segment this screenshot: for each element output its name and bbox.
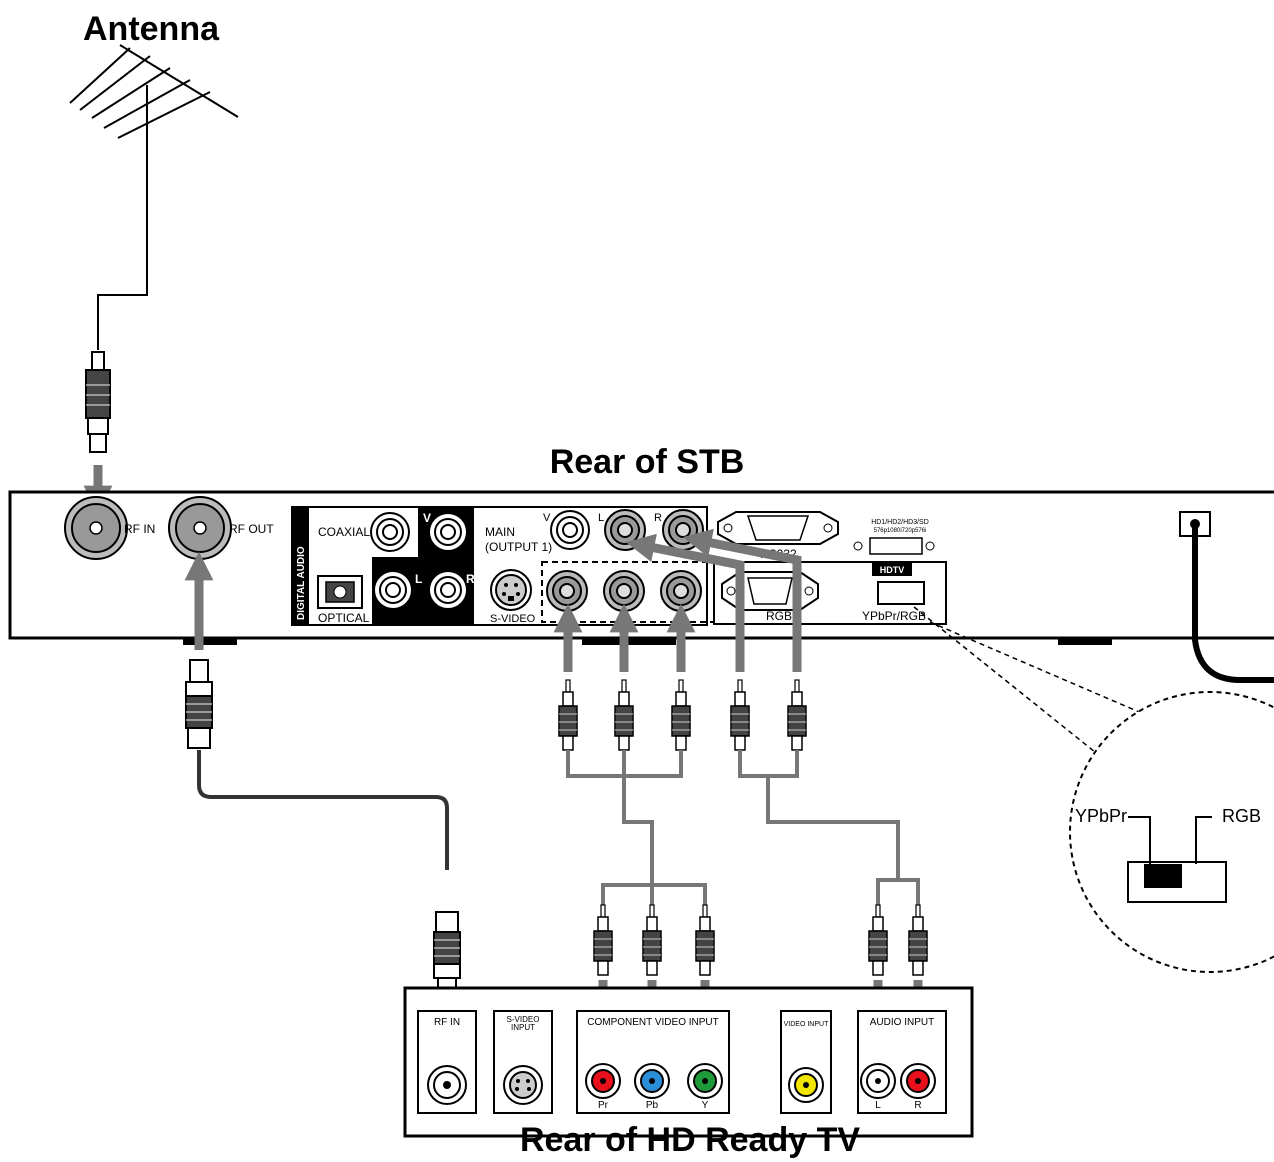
stb-rs232-port (717, 511, 839, 545)
audio-l-plug-icon (730, 679, 750, 751)
stb-audio-l-jack (373, 570, 413, 610)
stb-l2-label: L (598, 512, 604, 524)
stb-hd-modes-label: HD1/HD2/HD3/SD (871, 519, 929, 526)
stb-power-socket (1179, 511, 1274, 683)
stb-r2-label: R (654, 512, 662, 524)
audio-l-arrow (625, 533, 745, 672)
tv-s-video-label-2: INPUT (511, 1023, 535, 1032)
stb-ypbpr-rgb-switch (877, 581, 925, 605)
stb-v-label: V (423, 511, 431, 525)
tv-s-video-label-1: S-VIDEO (507, 1015, 540, 1024)
stb-title: Rear of STB (550, 443, 745, 481)
tv-audio-r-jack (900, 1063, 936, 1099)
tv-audio-l-label: L (875, 1100, 881, 1111)
tv-pr-jack (585, 1063, 621, 1099)
tv-pr-label: Pr (598, 1100, 609, 1111)
stb-output2-video-jack (550, 510, 590, 550)
stb-hdtv-label: HDTV (880, 565, 905, 575)
audio-cable (738, 750, 920, 905)
tv-video-input-label: VIDEO INPUT (784, 1021, 829, 1028)
stb-s-video-label: S-VIDEO (490, 613, 536, 625)
tv-title: Rear of HD Ready TV (520, 1121, 860, 1159)
stb-rf-in-label: RF IN (124, 522, 155, 536)
stb-coaxial-label: COAXIAL (318, 525, 370, 539)
stb-audio-r-jack (428, 570, 468, 610)
stb-hdtv-badge (872, 562, 912, 576)
audio-r-arrow (682, 528, 802, 672)
antenna-title: Antenna (83, 10, 220, 48)
tv-audio-l-plug-icon (868, 904, 888, 976)
tv-video-input-jack (788, 1067, 824, 1103)
stb-video-out-jack (428, 512, 468, 552)
stb-rf-out-jack (168, 496, 232, 560)
rf-cable (197, 750, 449, 870)
stb-l-label: L (415, 572, 422, 586)
antenna-cable-plug-icon (85, 351, 111, 453)
tv-audio-r-plug-icon (908, 904, 928, 976)
tv-rf-in-label: RF IN (434, 1017, 460, 1028)
stb-output2-audio-l-jack (604, 509, 646, 551)
component-cable (566, 750, 707, 905)
tv-component-y-plug-icon (695, 904, 715, 976)
stb-rgb-label: RGB (766, 609, 792, 623)
stb-r-label: R (466, 572, 475, 586)
stb-component-y-jack (546, 570, 588, 612)
stb-ypbpr-rgb-label: YPbPr/RGB (862, 609, 926, 623)
stb-component-pr-jack (660, 570, 702, 612)
tv-pb-label: Pb (646, 1100, 659, 1111)
switch-detail-ypbpr-label: YPbPr (1075, 806, 1127, 826)
tv-component-label: COMPONENT VIDEO INPUT (587, 1017, 719, 1028)
stb-optical-label: OPTICAL (318, 611, 370, 625)
audio-r-plug-icon (787, 679, 807, 751)
tv-audio-r-label: R (914, 1100, 921, 1111)
stb-digital-audio-label: DIGITAL AUDIO (296, 546, 307, 620)
switch-detail-callout (913, 606, 1274, 973)
tv-audio-l-jack (860, 1063, 896, 1099)
antenna-icon (69, 44, 239, 350)
tv-pb-jack (634, 1063, 670, 1099)
stb-rf-in-jack (64, 496, 128, 560)
tv-rf-in-jack (427, 1065, 467, 1105)
stb-rf-out-label: RF OUT (229, 522, 274, 536)
switch-detail-rgb-label: RGB (1222, 806, 1261, 826)
tv-s-video-jack (503, 1065, 543, 1105)
component-pb-plug-icon (614, 679, 634, 751)
tv-y-jack (687, 1063, 723, 1099)
stb-v2-label: V (543, 512, 551, 524)
stb-main-label: MAIN (485, 525, 515, 539)
stb-component-pb-jack (603, 570, 645, 612)
stb-output1-label: (OUTPUT 1) (485, 540, 552, 554)
component-y-plug-icon (558, 679, 578, 751)
tv-audio-input-label: AUDIO INPUT (870, 1017, 934, 1028)
tv-component-pb-plug-icon (642, 904, 662, 976)
stb-hd-mode-switch (853, 537, 935, 555)
tv-component-pr-plug-icon (593, 904, 613, 976)
component-pr-plug-icon (671, 679, 691, 751)
tv-y-label: Y (702, 1100, 709, 1111)
stb-optical-jack (317, 575, 363, 609)
stb-s-video-jack (490, 569, 532, 611)
stb-hd-resolutions-label: 576p1080i720p576i (874, 528, 927, 534)
rf-out-plug-icon (185, 659, 213, 749)
stb-coaxial-jack (370, 512, 410, 552)
